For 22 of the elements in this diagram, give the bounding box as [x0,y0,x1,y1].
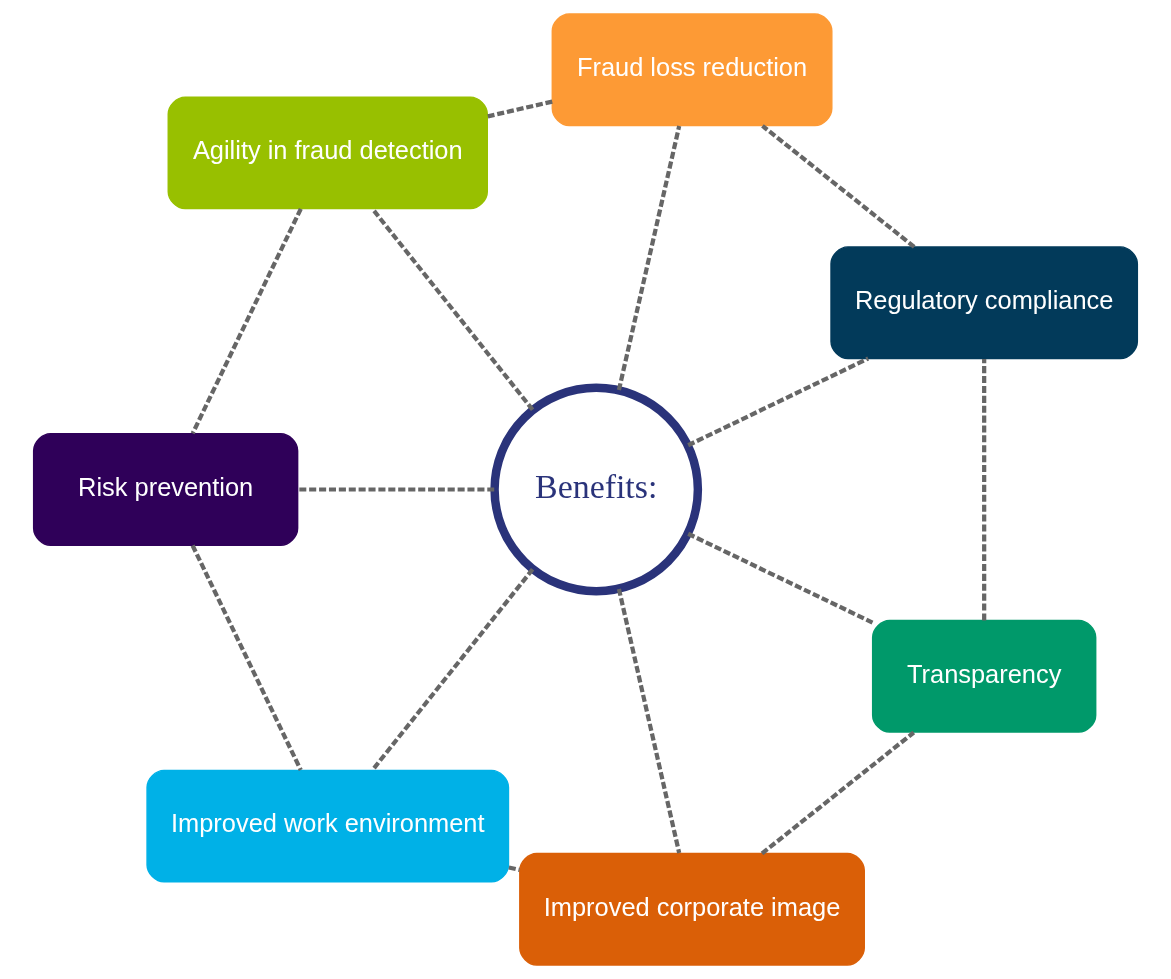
connector [616,125,682,391]
connector [687,356,870,448]
connector [190,207,303,435]
node-box: Regulatory compliance [830,246,1139,360]
connector [508,865,521,872]
node-circle: Benefits: [490,383,703,596]
connector [487,99,553,119]
connector [760,730,916,856]
connector [370,207,535,412]
node-box: Improved work environment [146,769,510,883]
node-box: Improved corporate image [519,852,865,966]
connector [190,544,303,771]
node-box: Transparency [871,619,1097,733]
connector [616,588,682,854]
node-box: Fraud loss reduction [551,13,833,127]
connector [297,487,495,492]
connector [687,531,874,625]
node-box: Agility in fraud detection [167,96,488,210]
connector [761,124,916,249]
connector [370,567,535,772]
connector [982,359,987,621]
node-box: Risk prevention [32,433,299,546]
